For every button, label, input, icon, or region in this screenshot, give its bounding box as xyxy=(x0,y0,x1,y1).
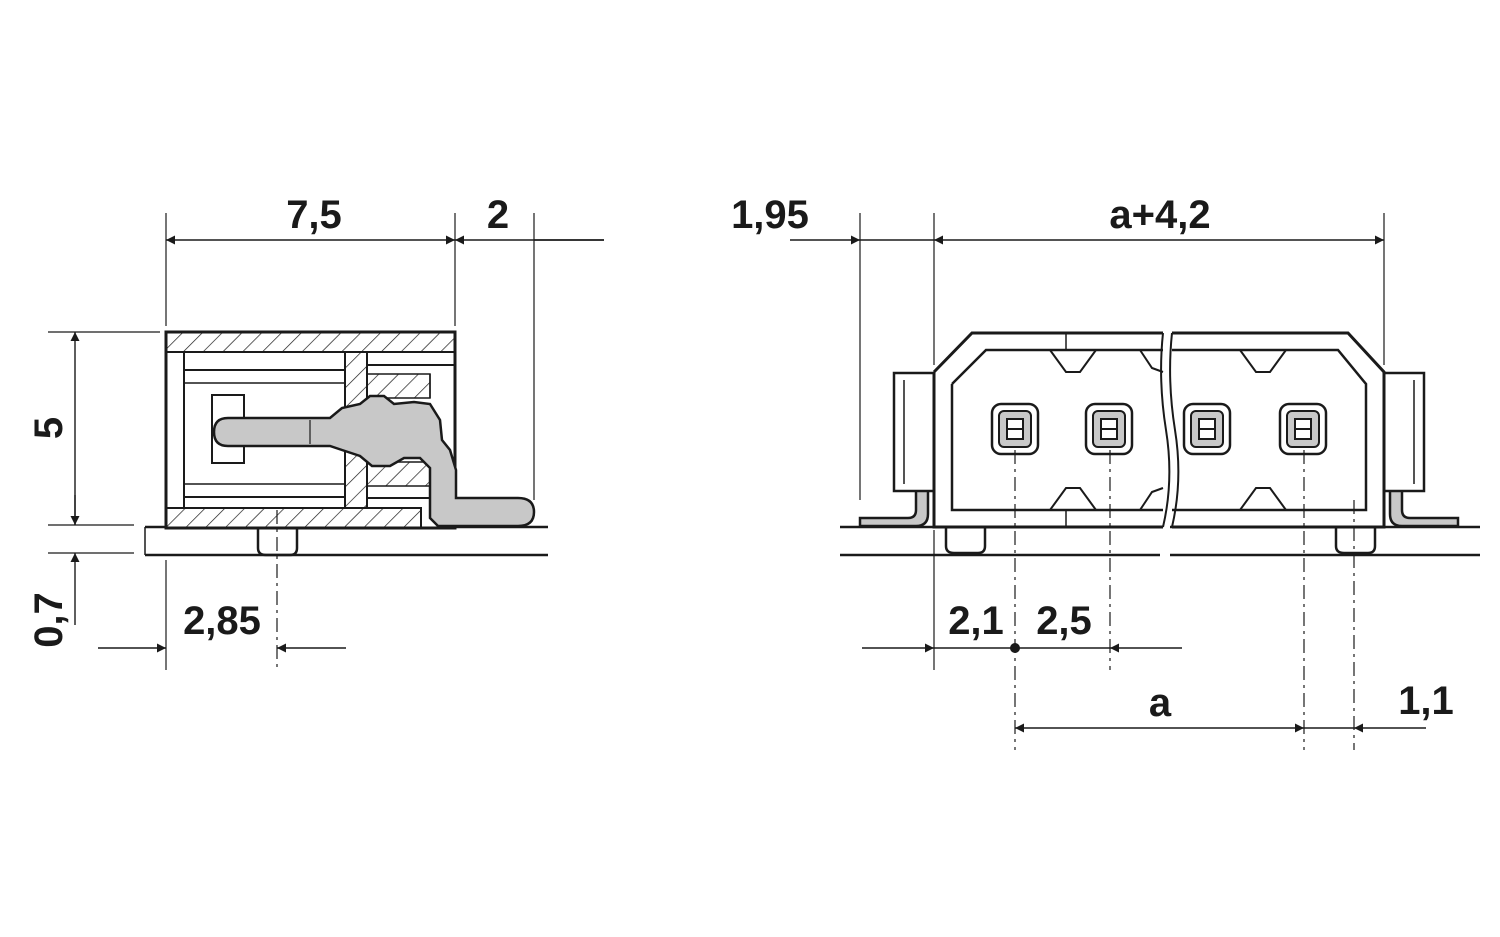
front-housing xyxy=(932,331,1386,529)
front-dimensions xyxy=(790,213,1426,750)
dim-2: 2 xyxy=(487,193,509,237)
front-pcb xyxy=(840,525,1480,557)
dim-0-7: 0,7 xyxy=(27,592,71,648)
socket-1 xyxy=(990,402,1040,456)
front-solder-tabs xyxy=(858,488,1460,528)
dim-1-95: 1,95 xyxy=(731,193,809,237)
socket-3 xyxy=(1182,402,1232,456)
side-dimensions xyxy=(48,213,604,670)
side-contact-pin xyxy=(212,394,536,528)
front-view: 1,95 a+4,2 2,1 2,5 a 1,1 xyxy=(731,193,1480,750)
dim-7-5: 7,5 xyxy=(286,193,342,237)
dim-a: a xyxy=(1149,681,1172,725)
dim-1-1: 1,1 xyxy=(1398,679,1454,723)
dim-2-1: 2,1 xyxy=(948,599,1004,643)
dim-2-85: 2,85 xyxy=(183,599,261,643)
side-view: 7,5 2 5 0,7 2,85 xyxy=(27,193,604,670)
dim-2-5: 2,5 xyxy=(1036,599,1092,643)
socket-2 xyxy=(1084,402,1134,456)
socket-4 xyxy=(1278,402,1328,456)
front-pin-sockets xyxy=(990,402,1328,456)
dim-a-plus-4-2: a+4,2 xyxy=(1109,193,1210,237)
front-side-flanges xyxy=(892,371,1426,493)
dim-5: 5 xyxy=(27,417,71,439)
side-pcb xyxy=(144,525,548,557)
